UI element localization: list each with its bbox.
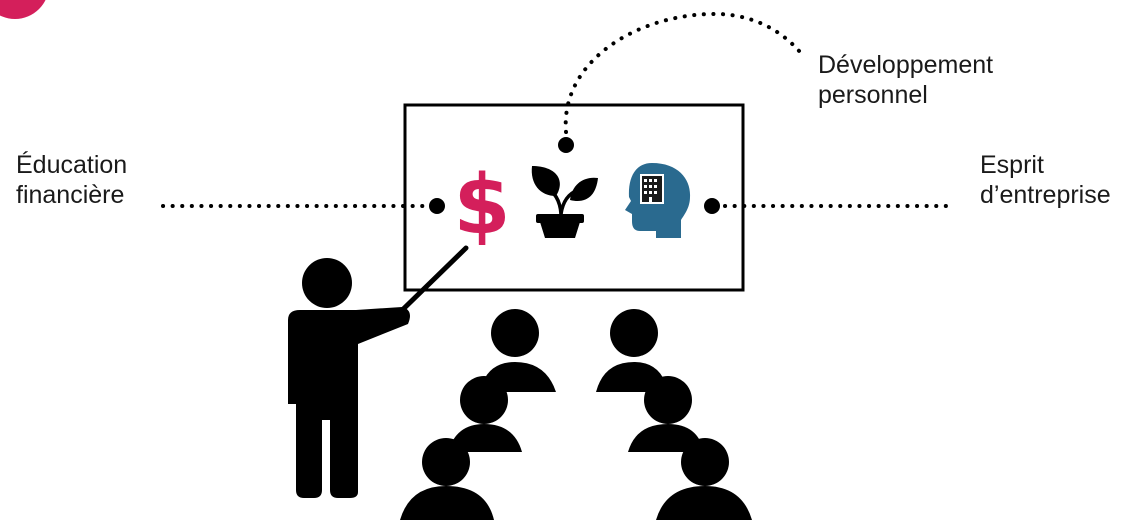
label-line: financière [16, 181, 125, 209]
audience-member [656, 438, 752, 520]
label-line: personnel [818, 81, 928, 109]
head-building-icon [625, 163, 691, 238]
label-esprit-entreprise: Esprit d’entreprise [980, 150, 1111, 210]
label-line: Développement [818, 51, 994, 79]
education-connector-dot [429, 198, 445, 214]
dollar-icon: $ [453, 158, 510, 253]
label-developpement-personnel: Développement personnel [818, 50, 993, 110]
audience-member [400, 438, 494, 520]
label-line: d’entreprise [980, 181, 1111, 209]
plant-icon [531, 166, 598, 238]
audience-member [628, 376, 704, 452]
label-line: Esprit [980, 151, 1044, 179]
development-connector-dot [558, 137, 574, 153]
audience-member [448, 376, 522, 452]
label-line: Éducation [16, 151, 128, 179]
presenter-figure [288, 245, 469, 498]
logo-circle [0, 0, 46, 19]
entrepreneurship-connector-dot [704, 198, 720, 214]
label-education-financiere: Éducation financière [16, 150, 127, 210]
development-connector-line [563, 11, 802, 134]
